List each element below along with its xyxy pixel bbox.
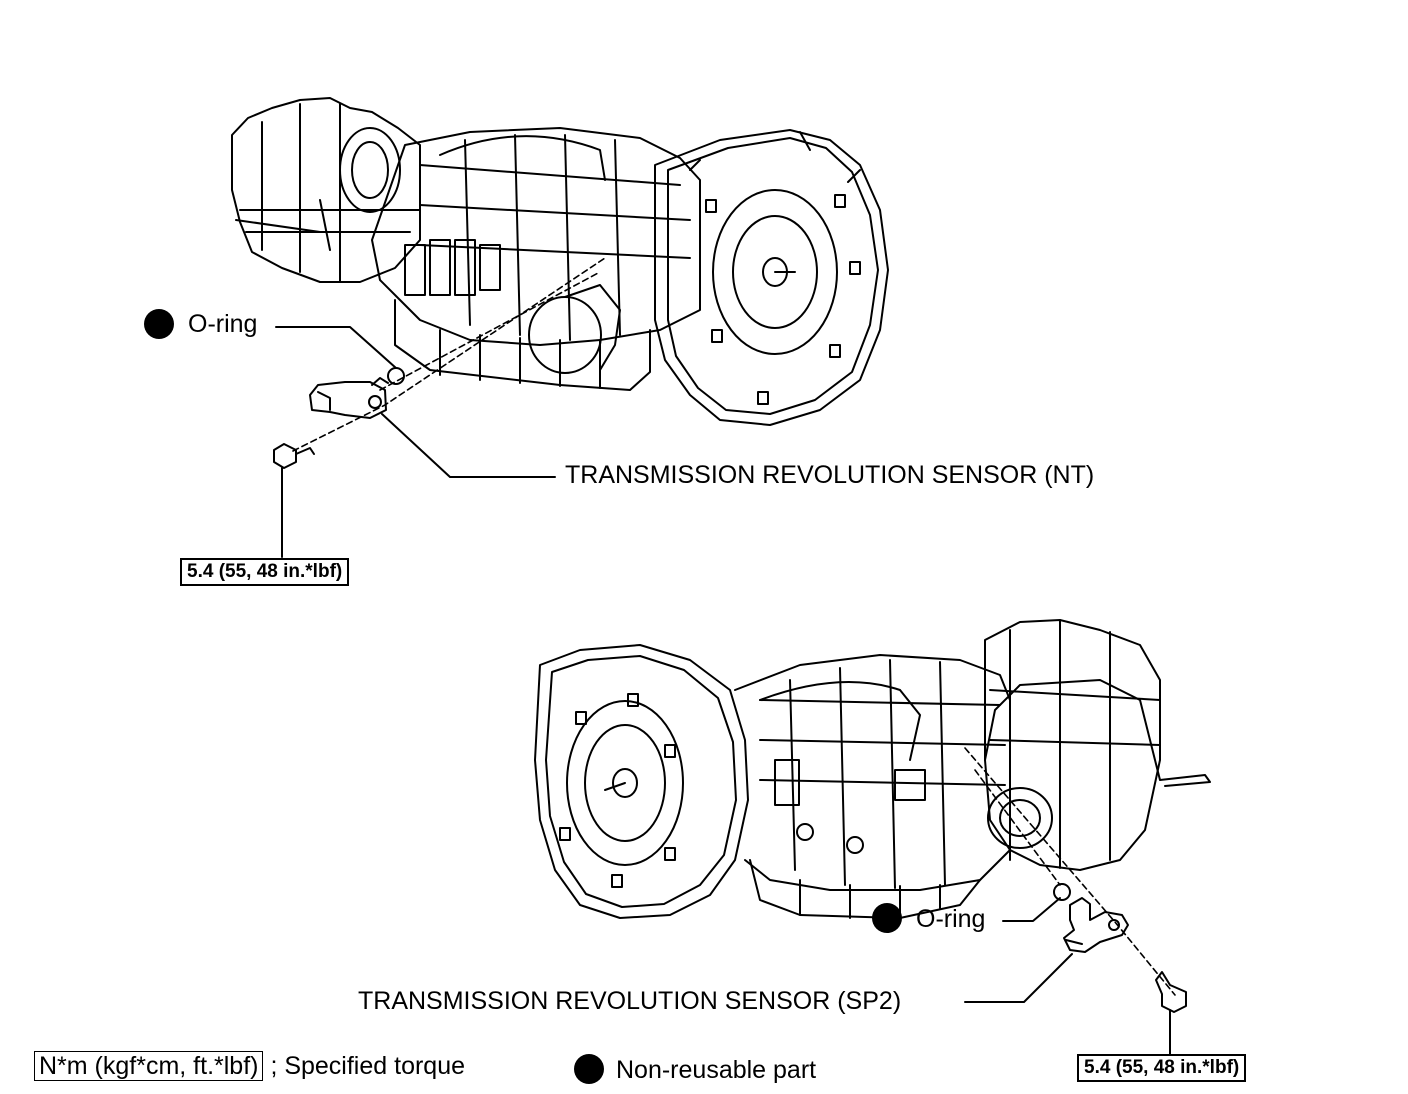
top-leader-lines [275,326,556,558]
bottom-oring-label: O-ring [916,905,986,933]
top-sensor-label: TRANSMISSION REVOLUTION SENSOR (NT) [565,461,1095,489]
legend-non-reusable-mark [574,1054,604,1084]
top-torque-spec: 5.4 (55, 48 in.*lbf) [180,558,350,586]
bottom-torque-spec: 5.4 (55, 48 in.*lbf) [1077,1054,1247,1082]
legend-torque-unit: N*m (kgf*cm, ft.*lbf) [34,1051,264,1081]
legend-torque: N*m (kgf*cm, ft.*lbf) ; Specified torque [34,1051,466,1081]
top-oring-label: O-ring [188,310,258,338]
bottom-transmission-drawing [534,619,1211,919]
non-reusable-mark-top [144,309,174,339]
legend-torque-text: ; Specified torque [270,1052,466,1080]
top-transmission-drawing [231,97,889,426]
non-reusable-mark-bottom [872,903,902,933]
legend-non-reusable-text: Non-reusable part [616,1056,817,1084]
bottom-sensor-assembly [964,747,1187,1013]
bottom-sensor-label: TRANSMISSION REVOLUTION SENSOR (SP2) [358,987,902,1015]
bottom-leader-lines [964,897,1171,1056]
top-sensor-assembly [273,257,606,469]
